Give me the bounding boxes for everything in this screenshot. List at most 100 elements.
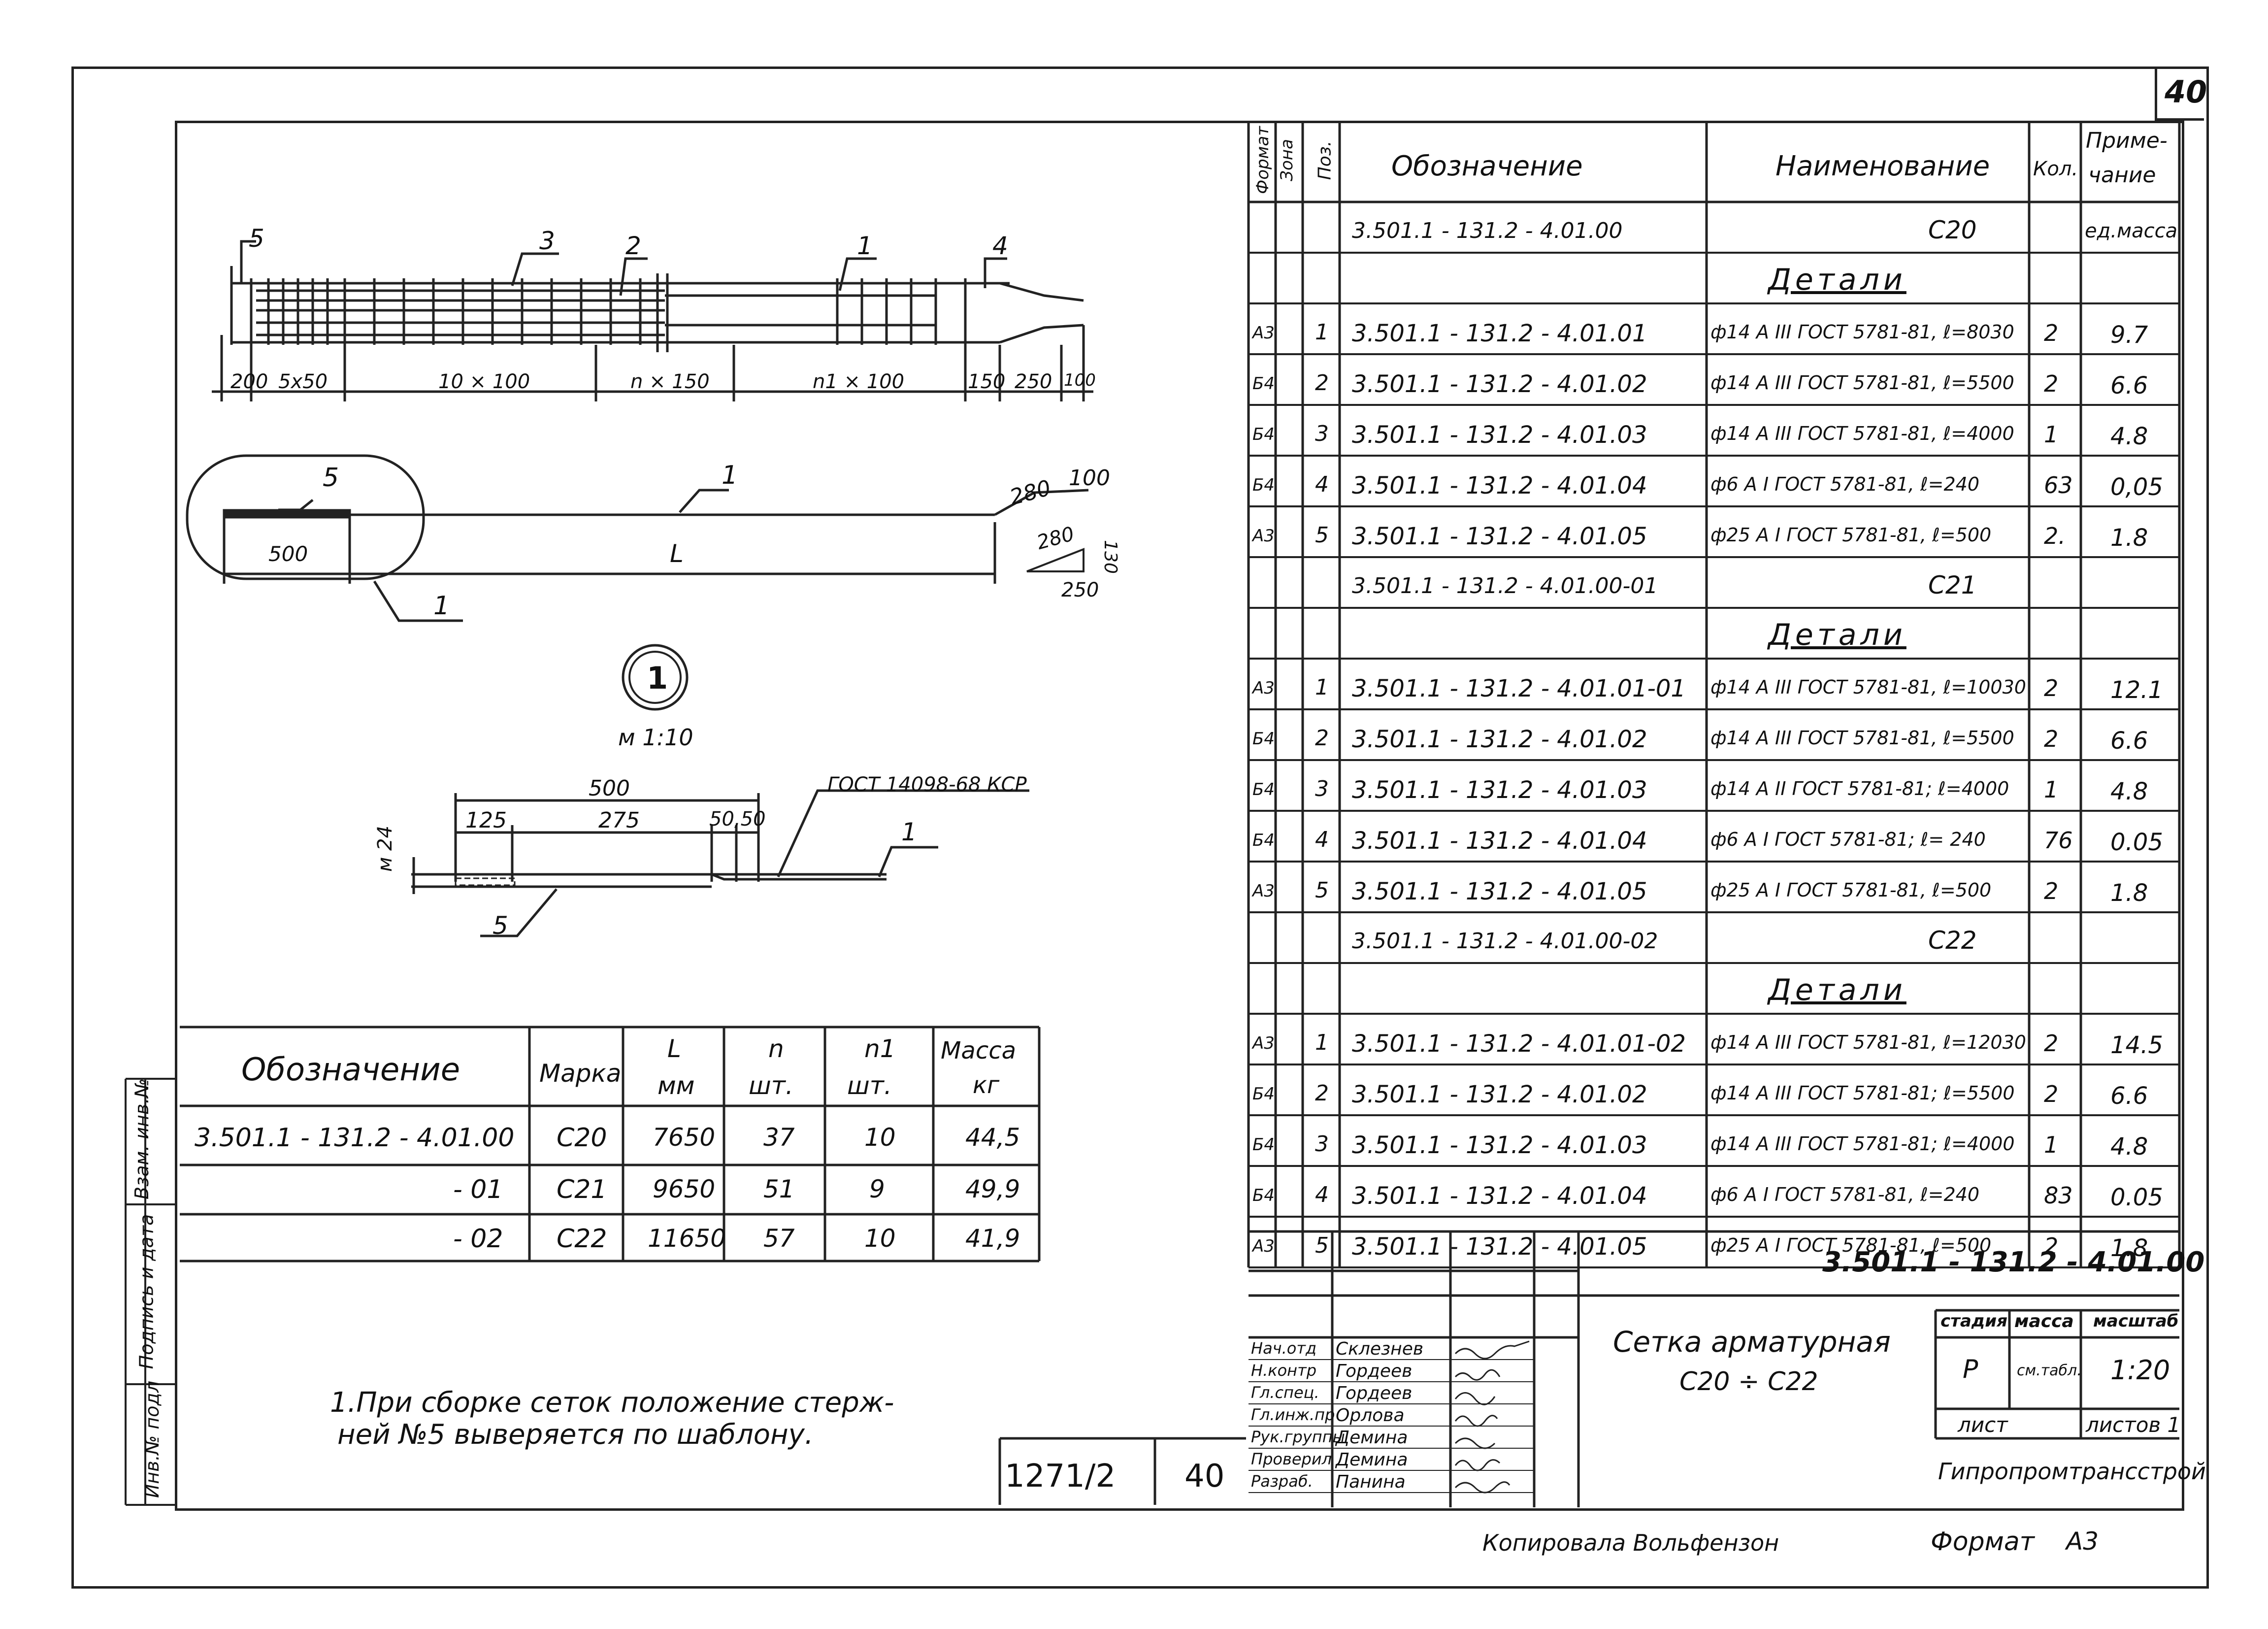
spec-row-name: ф14 А III ГОСТ 5781-81, ℓ=10030 — [1710, 676, 2026, 698]
brand-row-1-mark: С20 — [557, 1123, 607, 1153]
spec-row-designation: 3.501.1 - 131.2 - 4.01.00 — [1352, 218, 1623, 243]
spec-row-designation: 3.501.1 - 131.2 - 4.01.00-01 — [1352, 573, 1658, 598]
staff-role: Гл.инж.пр — [1251, 1405, 1335, 1424]
spec-row-note: 6.6 — [2110, 1082, 2148, 1110]
spec-row-pos: 2 — [1315, 1081, 1329, 1106]
brand-hdr-n: n — [768, 1034, 784, 1063]
spec-hdr-note-1: Приме- — [2086, 128, 2168, 153]
spec-row-pos: 1 — [1315, 675, 1329, 700]
brand-hdr-L: L — [667, 1034, 681, 1063]
node-dim-50-50: 50,50 — [709, 808, 766, 831]
spec-row-qty: 1 — [2044, 421, 2059, 448]
spec-row-format: А3 — [1252, 1236, 1275, 1256]
dim-n1x100: n1 × 100 — [813, 370, 905, 393]
side-label-5: 5 — [323, 463, 339, 493]
mesh-top-view — [212, 240, 1093, 401]
spec-row-note: 4.8 — [2110, 1133, 2148, 1161]
brand-hdr-L-unit: мм — [657, 1071, 695, 1100]
spec-row-note: ед.масса — [2085, 220, 2178, 242]
spec-row-name: ф6 А I ГОСТ 5781-81, ℓ=240 — [1710, 1184, 1980, 1205]
spec-row-pos: 4 — [1315, 1182, 1329, 1207]
spec-row-note: 1.8 — [2110, 1234, 2148, 1262]
node-label-5: 5 — [493, 911, 508, 940]
spec-row-name: ф14 А III ГОСТ 5781-81, ℓ=12030 — [1710, 1031, 2026, 1053]
spec-row-qty: 2 — [2044, 320, 2059, 346]
spec-hdr-name: Наименование — [1775, 150, 1990, 182]
spec-row-mark: С21 — [1928, 571, 1977, 599]
spec-section-title: Детали — [1768, 263, 1906, 297]
spec-row-designation: 3.501.1 - 131.2 - 4.01.03 — [1352, 1131, 1647, 1159]
side-dim-500: 500 — [268, 542, 308, 566]
spec-row-mark: С22 — [1928, 926, 1977, 955]
side-dim-L: L — [670, 539, 684, 568]
spec-row-qty: 63 — [2044, 472, 2073, 499]
brand-hdr-n1: n1 — [864, 1034, 896, 1063]
dim-250: 250 — [1015, 370, 1052, 393]
spec-row-name: ф25 А I ГОСТ 5781-81, ℓ=500 — [1710, 1234, 1992, 1256]
spec-row-name: ф25 А I ГОСТ 5781-81, ℓ=500 — [1710, 524, 1992, 546]
spec-row-format: Б4 — [1252, 729, 1275, 749]
brand-row-3-n: 57 — [763, 1224, 795, 1253]
brand-row-1-n: 37 — [763, 1123, 795, 1152]
spec-row-designation: 3.501.1 - 131.2 - 4.01.05 — [1352, 1233, 1647, 1261]
side-dim-250: 250 — [1061, 579, 1099, 601]
spec-row-qty: 2 — [2044, 675, 2059, 701]
spec-row-pos: 1 — [1315, 320, 1329, 345]
stage-value: Р — [1963, 1355, 1978, 1384]
brand-row-3-designation: - 02 — [453, 1224, 503, 1254]
spec-row-qty: 2. — [2044, 523, 2066, 549]
staff-name: Гордеев — [1336, 1383, 1413, 1403]
staff-role: Рук.группы — [1251, 1428, 1345, 1446]
brand-hdr-designation: Обозначение — [241, 1052, 460, 1088]
spec-row-name: ф14 А III ГОСТ 5781-81; ℓ=5500 — [1710, 1082, 2015, 1104]
spec-row-qty: 1 — [2044, 776, 2059, 803]
brand-row-2-L: 9650 — [653, 1175, 716, 1203]
spec-row-designation: 3.501.1 - 131.2 - 4.01.05 — [1352, 523, 1647, 550]
note-line-2: ней №5 выверяется по шаблону. — [337, 1419, 814, 1451]
brand-hdr-mark: Марка — [539, 1059, 622, 1088]
spec-row-designation: 3.501.1 - 131.2 - 4.01.04 — [1352, 827, 1647, 855]
spec-row-format: А3 — [1252, 1033, 1275, 1053]
spec-row-format: А3 — [1252, 881, 1275, 901]
brand-row-2-mass: 49,9 — [965, 1175, 1020, 1203]
spec-row-pos: 5 — [1315, 878, 1329, 903]
copied-by: Копировала Вольфензон — [1482, 1529, 1779, 1556]
spec-row-name: ф14 А III ГОСТ 5781-81, ℓ=5500 — [1710, 372, 2014, 394]
top-pos-5: 5 — [249, 224, 264, 253]
spec-row-note: 1.8 — [2110, 524, 2148, 552]
spec-section-title: Детали — [1768, 618, 1906, 652]
node-dim-500: 500 — [589, 776, 630, 801]
side-dim-100: 100 — [1069, 465, 1110, 491]
brand-row-1-mass: 44,5 — [965, 1123, 1020, 1152]
spec-row-designation: 3.501.1 - 131.2 - 4.01.01-01 — [1352, 675, 1686, 702]
spec-row-name: ф6 А I ГОСТ 5781-81; ℓ= 240 — [1710, 829, 1986, 850]
dim-200: 200 — [230, 370, 268, 393]
side-label-1b: 1 — [433, 591, 450, 621]
staff-role: Нач.отд — [1251, 1339, 1317, 1358]
spec-row-format: Б4 — [1252, 374, 1275, 394]
node-1 — [411, 644, 1029, 937]
spec-row-name: ф25 А I ГОСТ 5781-81, ℓ=500 — [1710, 879, 1992, 901]
staff-name: Склезнев — [1336, 1339, 1424, 1359]
staff-name: Орлова — [1336, 1405, 1405, 1426]
sheets-label: листов 1 — [2086, 1413, 2181, 1437]
top-pos-3: 3 — [539, 227, 555, 255]
brand-row-1-n1: 10 — [864, 1123, 896, 1152]
mass-label: масса — [2014, 1311, 2074, 1331]
spec-row-note: 9.7 — [2110, 321, 2148, 349]
spec-hdr-qty: Кол. — [2033, 158, 2078, 180]
node-dim-125: 125 — [465, 808, 507, 833]
spec-row-note: 0.05 — [2110, 829, 2163, 856]
spec-row-format: Б4 — [1252, 1186, 1275, 1205]
node-weld: ГОСТ 14098-68 КСР — [827, 773, 1027, 796]
node-dim-275: 275 — [598, 808, 640, 833]
inventory-sheet: 40 — [1184, 1458, 1225, 1495]
spec-row-qty: 2 — [2044, 1233, 2059, 1260]
brand-row-1-L: 7650 — [653, 1123, 716, 1152]
spec-row-name: ф14 А III ГОСТ 5781-81, ℓ=5500 — [1710, 727, 2014, 749]
staff-role: Проверил — [1251, 1450, 1332, 1468]
